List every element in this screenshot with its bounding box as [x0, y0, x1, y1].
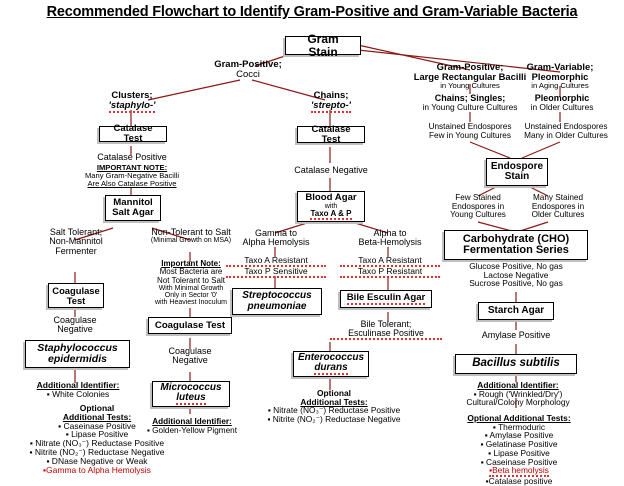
list-item: ▪ Lipase Positive	[65, 429, 129, 440]
list-item: ▪ Nitrite (NO₂⁻) Reductase Negative	[29, 447, 165, 458]
label-coagulase-negative-1: Coagulase Negative	[53, 315, 97, 335]
list-item: ▪Catalase positive	[485, 476, 553, 486]
label-chains: Chains; 'strepto-'	[311, 90, 351, 113]
node-catalase-test-left-label: Catalase Test	[113, 123, 153, 144]
note-most-bacteria: Important Note: Most Bacteria are Not To…	[155, 259, 227, 307]
page-title: Recommended Flowchart to Identify Gram-P…	[46, 4, 578, 20]
list-item-beta-hemolysis: ▪Beta hemolysis	[489, 465, 549, 478]
label-chains-singles: Chains; Singles; in Young Culture Cultur…	[422, 93, 518, 113]
node-bile-esculin-agar[interactable]: Bile Esculin Agar	[340, 290, 432, 308]
node-endospore-stain[interactable]: Endospore Stain	[486, 158, 548, 186]
node-enterococcus-durans[interactable]: Enterococcus durans	[293, 351, 369, 377]
label-gram-positive-bacilli: Gram-Positive; Large Rectangular Bacilli…	[413, 61, 527, 90]
label-taxo-a-resistant-p-sensitive: Taxo A Resistant Taxo P Sensitive	[226, 256, 326, 278]
label-taxo-a-resistant-p-resistant: Taxo A Resistant Taxo P Resistant	[340, 256, 440, 278]
node-catalase-test-left[interactable]: Catalase Test	[99, 123, 167, 144]
list-item: ▪ Amylase Positive	[484, 430, 554, 441]
list-item: ▪ Lipase Positive	[488, 447, 550, 458]
node-bacillus-subtilis[interactable]: Bacillus subtilis	[455, 354, 577, 374]
label-non-tolerant-salt: Non-Tolerant to Salt (Minimal Growth on …	[150, 227, 232, 245]
list-item: ▪ Gelatinase Positive	[480, 439, 558, 450]
list-item: ▪ Caseinase Positive	[58, 420, 136, 431]
label-many-stained-endospores: Many Stained Endospores in Older Culture…	[531, 193, 585, 220]
node-catalase-test-mid[interactable]: Catalase Test	[297, 124, 365, 144]
label-catalase-negative: Catalase Negative	[294, 165, 368, 175]
list-item: ▪ Nitrate (NO₃⁻) Reductase Positive	[29, 438, 165, 449]
label-few-stained-endospores: Few Stained Endospores in Young Cultures	[450, 193, 506, 220]
staph-optional-tests: Optional Additional Tests: ▪ Caseinase P…	[2, 404, 192, 475]
bacillus-optional-tests: Optional Additional Tests: ▪ Thermoduric…	[430, 414, 608, 486]
enterococcus-optional-tests: Optional Additional Tests: ▪ Nitrate (NO…	[244, 389, 424, 424]
staph-additional-identifier: Additional Identifier: ▪ White Colonies	[36, 380, 120, 399]
label-amylase-positive: Amylase Positive	[481, 330, 551, 340]
flowchart-canvas: Recommended Flowchart to Identify Gram-P…	[25, 4, 608, 485]
label-gram-positive-cocci: Gram-Positive; Cocci	[214, 59, 282, 80]
list-item-hemolysis: ▪Gamma to Alpha Hemolysis	[43, 464, 151, 475]
label-unstained-endospores-many: Unstained Endospores Many in Older Cultu…	[524, 122, 608, 140]
label-gram-variable-pleomorphic: Gram-Variable; Pleomorphic in Aging Cult…	[526, 61, 594, 90]
micrococcus-additional-identifier: Additional Identifier: ▪ Golden-Yellow P…	[147, 417, 237, 435]
label-unstained-endospores-few: Unstained Endospores Few in Young Cultur…	[428, 122, 512, 140]
node-gram-stain-label: Gram Stain	[307, 32, 339, 59]
node-coagulase-test-2[interactable]: Coagulase Test	[148, 317, 232, 334]
node-staphylococcus-epidermidis[interactable]: Staphylococcus epidermidis	[25, 340, 130, 368]
label-clusters: Clusters; 'staphylo-'	[108, 90, 156, 113]
note-gram-negative-bacilli: IMPORTANT NOTE: Many Gram-Negative Bacil…	[84, 163, 180, 188]
label-cho-results: Glucose Positive, No gas Lactose Negativ…	[469, 261, 563, 289]
label-alpha-beta-hemolysis: Alpha to Beta-Hemolysis	[358, 228, 422, 248]
label-bile-tolerant: Bile Tolerant; Esculinase Positive	[330, 319, 442, 341]
node-coagulase-test-1[interactable]: Coagulase Test	[48, 283, 104, 308]
node-mannitol-salt-agar[interactable]: Mannitol Salt Agar	[105, 195, 161, 221]
label-catalase-positive: Catalase Positive	[97, 152, 167, 162]
node-micrococcus-luteus[interactable]: Micrococcus luteus	[152, 381, 230, 407]
list-item: ▪ DNase Negative or Weak	[46, 455, 148, 466]
label-salt-tolerant: Salt Tolerant; Non-Mannitol Fermenter	[49, 227, 103, 256]
list-item: ▪ Caseinase Positive	[480, 456, 558, 467]
list-item: ▪ Thermoduric	[492, 421, 546, 432]
label-gamma-alpha-hemolysis: Gamma to Alpha Hemolysis	[242, 228, 310, 248]
node-gram-stain[interactable]: Gram Stain	[285, 32, 361, 59]
list-item: ▪ Nitrite (NO₂⁻) Reductase Negative	[267, 414, 401, 425]
label-coagulase-negative-2: Coagulase Negative	[168, 346, 212, 366]
list-item: ▪ Nitrate (NO₃⁻) Reductase Positive	[267, 405, 401, 416]
label-pleomorphic-older: Pleomorphic in Older Cultures	[530, 93, 594, 113]
node-streptococcus-pneumoniae[interactable]: Streptococcus pneumoniae	[232, 288, 322, 315]
node-starch-agar[interactable]: Starch Agar	[478, 302, 554, 320]
node-cho-fermentation-series[interactable]: Carbohydrate (CHO) Fermentation Series	[444, 230, 588, 260]
bacillus-additional-identifier: Additional Identifier: ▪ Rough ('Wrinkle…	[466, 380, 570, 408]
node-blood-agar[interactable]: Blood Agar with Taxo A & P	[297, 191, 365, 222]
